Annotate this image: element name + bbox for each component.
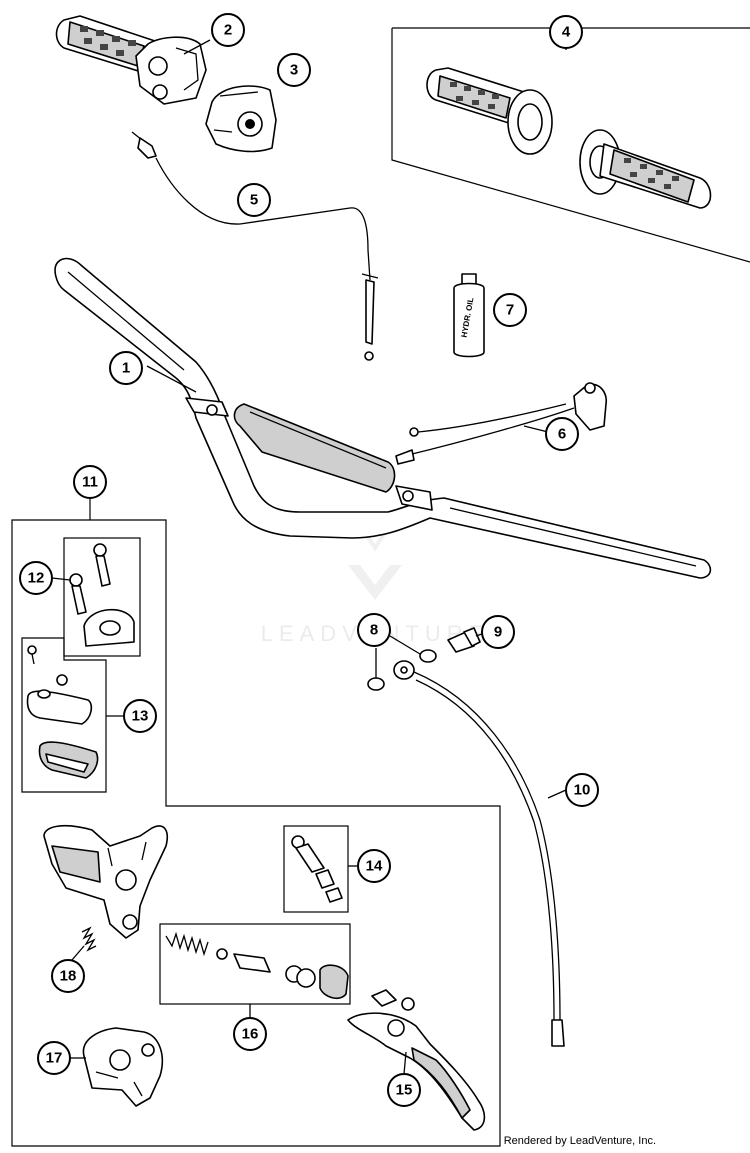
callout-12: 12 [19, 561, 53, 595]
throttle-housing-part[interactable] [205, 85, 277, 153]
throttle-grip-part[interactable] [55, 15, 207, 105]
callout-13: 13 [123, 699, 157, 733]
callout-4: 4 [549, 15, 583, 49]
leader-12 [51, 577, 71, 581]
master-cylinder-body-part[interactable] [43, 824, 168, 939]
piston-kit-frame [159, 923, 351, 1005]
svg-text:2: 2 [224, 22, 232, 39]
throttle-cable-part[interactable] [131, 131, 379, 361]
callout-7: 7 [493, 293, 527, 327]
callout-2: 2 [211, 13, 245, 47]
callout-8: 8 [357, 613, 391, 647]
svg-text:1: 1 [122, 360, 130, 377]
adjuster-kit-frame [283, 825, 349, 913]
svg-text:4: 4 [562, 24, 571, 41]
leader-6 [523, 425, 549, 433]
reservoir-cover-part[interactable] [26, 645, 99, 779]
kill-switch-part[interactable] [395, 382, 608, 465]
svg-text:16: 16 [242, 1026, 259, 1043]
adjuster-screw-part[interactable] [291, 835, 343, 903]
callout-3: 3 [277, 53, 311, 87]
leader-8 [375, 635, 421, 678]
footer-credit: Rendered by LeadVenture, Inc. [503, 1135, 656, 1147]
svg-text:6: 6 [558, 426, 566, 443]
left-grip-part[interactable] [426, 67, 553, 155]
svg-text:15: 15 [396, 1082, 413, 1099]
callout-14: 14 [357, 849, 391, 883]
svg-text:10: 10 [574, 782, 591, 799]
reservoir-cover-frame [21, 637, 107, 793]
svg-text:9: 9 [494, 624, 502, 641]
leader-1 [146, 365, 197, 393]
leader-18 [71, 945, 85, 961]
callout-17: 17 [37, 1041, 71, 1075]
brake-lever-part[interactable] [347, 989, 486, 1131]
callout-11: 11 [73, 465, 107, 499]
callout-10: 10 [565, 773, 599, 807]
sealing-washer-part[interactable] [367, 649, 437, 691]
clamp-kit-frame [63, 537, 141, 657]
clamp-screws-part[interactable] [69, 543, 135, 647]
svg-text:11: 11 [82, 474, 98, 491]
piston-kit-part[interactable] [165, 931, 349, 1000]
callout-1: 1 [109, 351, 143, 385]
grip-set-frame [391, 27, 750, 263]
handlebar-part[interactable] [54, 257, 712, 579]
callout-5: 5 [237, 183, 271, 217]
callout-15: 15 [387, 1073, 421, 1107]
svg-text:8: 8 [370, 622, 378, 639]
hydraulic-oil-bottle-part[interactable]: HYDR. OIL [453, 273, 485, 358]
right-grip-part[interactable] [579, 129, 712, 209]
svg-text:5: 5 [250, 192, 258, 209]
svg-text:12: 12 [28, 570, 45, 587]
svg-text:14: 14 [366, 858, 383, 875]
leader-10 [547, 789, 567, 799]
master-cylinder-frame [11, 498, 501, 1147]
leader-15 [403, 1051, 407, 1075]
lever-guard-part[interactable] [82, 1027, 164, 1107]
svg-text:7: 7 [506, 302, 514, 319]
callout-6: 6 [545, 417, 579, 451]
spring-part[interactable] [81, 926, 97, 952]
svg-text:17: 17 [46, 1050, 63, 1067]
callout-16: 16 [233, 1017, 267, 1051]
svg-text:3: 3 [290, 62, 298, 79]
brake-line-part[interactable] [393, 660, 565, 1047]
callout-18: 18 [51, 959, 85, 993]
banjo-bolt-part[interactable] [447, 627, 481, 653]
svg-text:13: 13 [132, 708, 149, 725]
leader-9 [475, 633, 483, 637]
svg-text:18: 18 [60, 968, 77, 985]
callout-9: 9 [481, 615, 515, 649]
leader-2 [183, 39, 211, 55]
